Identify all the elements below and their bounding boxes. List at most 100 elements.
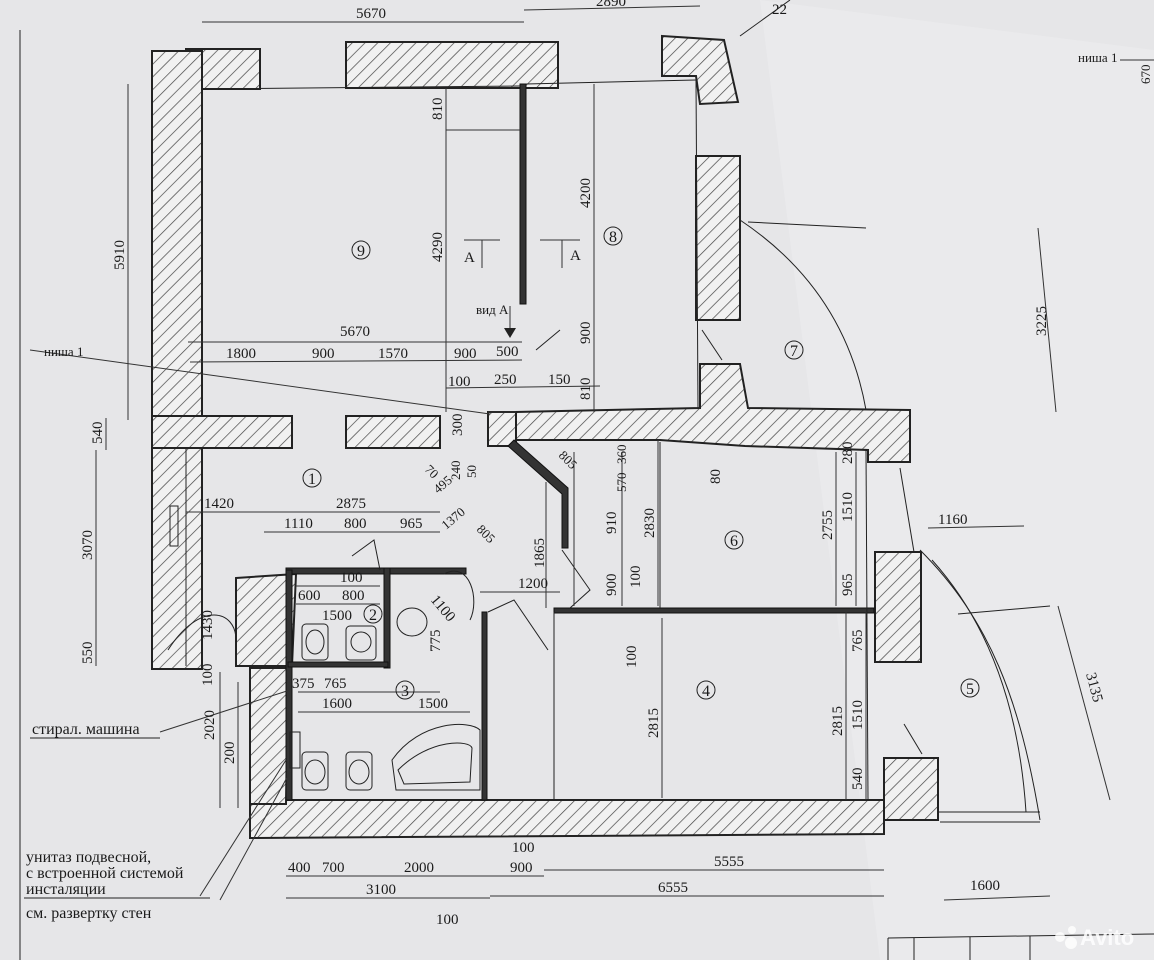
note-line-1: унитаз подвесной, [26, 849, 151, 866]
view-a-label: вид А [476, 302, 509, 317]
dim-room4-540: 540 [850, 768, 866, 791]
dim-room7-3225: 3225 [1034, 306, 1050, 336]
niche-1-label-right: ниша 1 [1078, 50, 1117, 65]
room-6-label: 6 [730, 533, 738, 550]
dim-bath-1600: 1600 [322, 696, 352, 712]
wall-hung-toilet-icon [301, 751, 329, 791]
dim-bottom-400: 400 [288, 860, 311, 876]
bidet-icon [345, 751, 373, 791]
room-7-label: 7 [790, 343, 798, 360]
dim-corr-900: 900 [604, 574, 620, 597]
dim-mid-1800: 1800 [226, 346, 256, 362]
dim-left-2020: 2020 [202, 710, 218, 740]
dim-top-5670: 5670 [356, 6, 386, 22]
dim-hall-2875: 2875 [336, 496, 366, 512]
room-2-label: 2 [369, 607, 377, 624]
dim-room6-280: 280 [840, 442, 856, 465]
dim-bottom-6555: 6555 [658, 880, 688, 896]
dim-bottom-5555: 5555 [714, 854, 744, 870]
watermark: Avito [1055, 925, 1134, 950]
dim-bottom-2000: 2000 [404, 860, 434, 876]
dim-room4-100: 100 [624, 646, 640, 669]
washing-machine-label: стирал. машина [32, 721, 140, 738]
dim-hall-965: 965 [400, 516, 423, 532]
dim-room6-80: 80 [708, 469, 724, 484]
dim-room5-1160: 1160 [938, 512, 967, 528]
section-a-label-1: А [464, 250, 475, 266]
dim-mid-810: 810 [578, 378, 594, 401]
dim-mid-100: 100 [448, 374, 471, 390]
dim-left-550: 550 [80, 642, 96, 665]
dim-bottom-100b: 100 [436, 912, 459, 928]
sink-icon [345, 625, 377, 661]
dim-mid-500: 500 [496, 344, 519, 360]
note-line-4: см. развертку стен [26, 905, 152, 922]
outlines [167, 0, 1051, 823]
sanitary-fixtures [289, 607, 481, 791]
dim-mid-1570: 1570 [378, 346, 408, 362]
dim-bath-800: 800 [342, 588, 365, 604]
note-line-2: с встроенной системой [26, 865, 184, 882]
dim-room9-810: 810 [430, 98, 446, 121]
dim-room4-1510: 1510 [850, 700, 866, 730]
dim-top-2890: 2890 [596, 0, 626, 10]
dim-room6-1510: 1510 [840, 492, 856, 522]
dim-mid-5670: 5670 [340, 324, 370, 340]
dim-room6-2755: 2755 [820, 510, 836, 540]
dimension-lines [29, 5, 1154, 901]
dim-room9-4290: 4290 [430, 232, 446, 262]
dim-mid-900b: 900 [454, 346, 477, 362]
annotation-labels: ниша 1 ниша 1 вид А А А стирал. машина у… [24, 50, 1117, 922]
washbasin-icon [396, 607, 428, 637]
dim-bath-600: 600 [298, 588, 321, 604]
dim-hall-1420: 1420 [204, 496, 234, 512]
niche-1-label-left: ниша 1 [44, 344, 83, 359]
dim-bath-765: 765 [324, 676, 347, 692]
dim-top-22: 22 [772, 2, 787, 18]
walls [151, 34, 939, 840]
dim-bottom-3100: 3100 [366, 882, 396, 898]
dim-left-540: 540 [90, 422, 106, 445]
dim-mid-900a: 900 [312, 346, 335, 362]
room-3-label: 3 [401, 683, 409, 700]
dim-mid-150: 150 [548, 372, 571, 388]
niche-leader-line [29, 349, 491, 415]
dim-room6-2830: 2830 [642, 508, 658, 538]
partitions [285, 83, 875, 801]
dim-corr-1200: 1200 [518, 576, 548, 592]
dim-room4-2815a: 2815 [646, 708, 662, 738]
dim-room5-1600: 1600 [970, 878, 1000, 894]
toilet-icon [301, 623, 329, 661]
room-9-label: 9 [357, 243, 365, 260]
dim-bath-1500: 1500 [322, 608, 352, 624]
dim-bath-375: 375 [292, 676, 315, 692]
note-line-3: инсталяции [26, 881, 106, 898]
dim-left-100: 100 [200, 664, 216, 687]
room-8-label: 8 [609, 229, 617, 246]
dim-left-1430: 1430 [200, 610, 216, 640]
dim-mid-250: 250 [494, 372, 517, 388]
dim-corr-50: 50 [464, 465, 479, 478]
dim-mid-900v: 900 [578, 322, 594, 345]
dim-corr-360: 360 [614, 445, 629, 465]
dim-corr-300: 300 [450, 414, 466, 437]
dim-left-5910: 5910 [112, 240, 128, 270]
dim-room4-2815b: 2815 [830, 706, 846, 736]
washing-machine-leader [159, 689, 291, 733]
dim-room5-3135: 3135 [1082, 671, 1105, 704]
dim-bottom-100: 100 [512, 840, 535, 856]
section-marks [464, 239, 580, 268]
note-leader-1 [199, 759, 287, 897]
dim-bottom-700: 700 [322, 860, 345, 876]
dim-left-3070: 3070 [80, 530, 96, 560]
watermark-text: Avito [1080, 925, 1134, 950]
dim-room6-965: 965 [840, 574, 856, 597]
title-block [887, 933, 1154, 960]
room-1-label: 1 [308, 471, 316, 488]
dim-corr-910: 910 [604, 512, 620, 535]
dim-niche-670: 670 [1138, 65, 1153, 85]
bathtub-icon [391, 724, 481, 791]
note-leader-2 [219, 771, 291, 901]
dim-hall-1110: 1110 [284, 516, 313, 532]
